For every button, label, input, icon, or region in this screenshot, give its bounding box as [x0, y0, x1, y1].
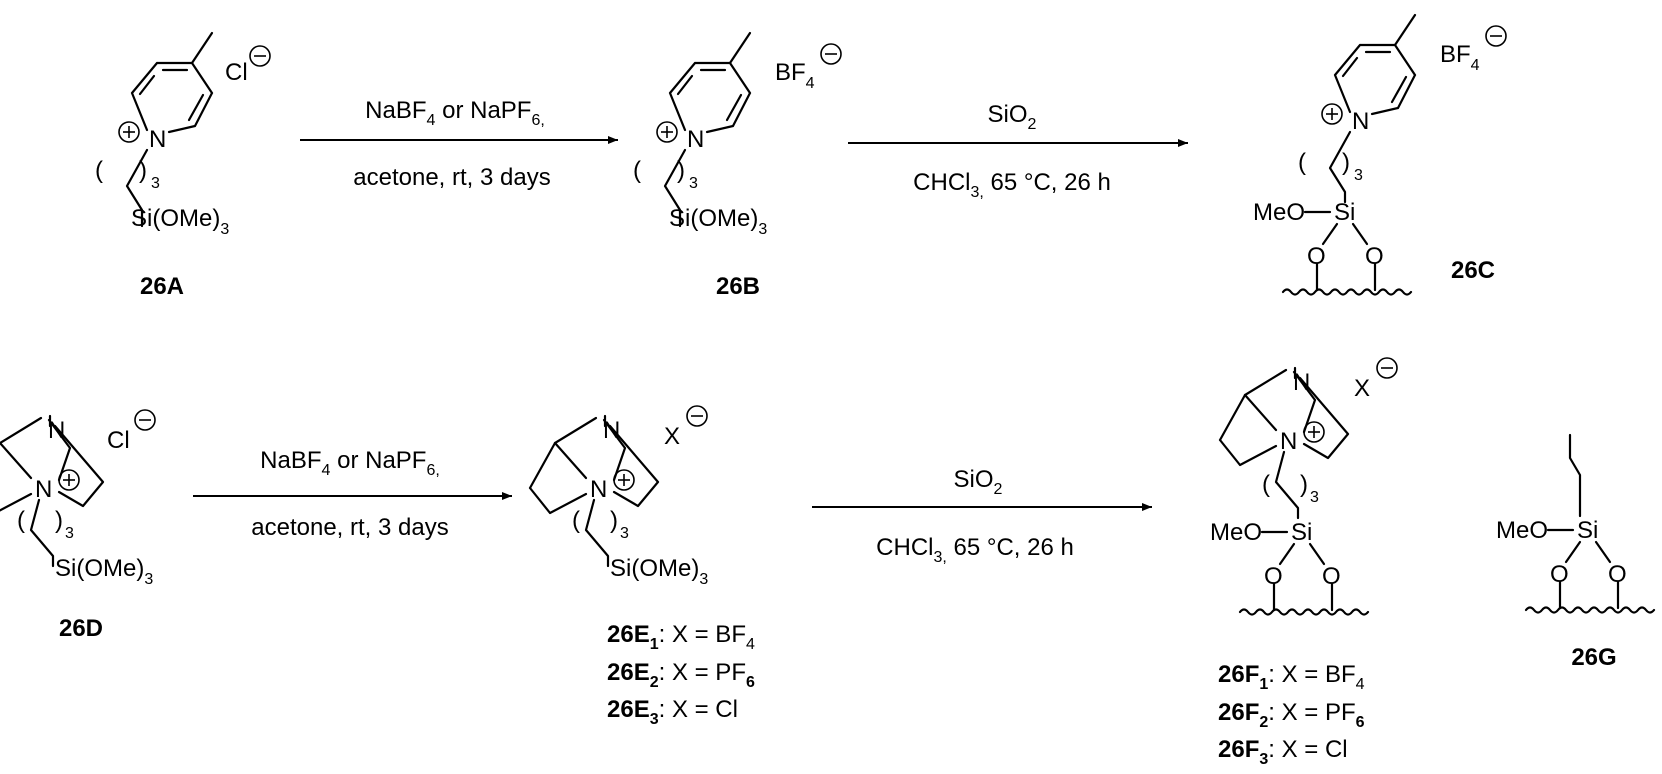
- label-26G: 26G: [1571, 644, 1616, 671]
- paren-sub: 3: [620, 525, 629, 542]
- counterion-bf4: BF4: [1440, 41, 1480, 74]
- compound-26A: N ( ) 3 Si(OMe)3 Cl: [95, 31, 271, 238]
- compound-26C: N ( ) 3 BF4: [1298, 13, 1507, 204]
- paren-sub: 3: [65, 525, 74, 542]
- paren-sub: 3: [151, 175, 160, 192]
- legend-26F1: 26F1: X = BF4: [1218, 661, 1365, 693]
- atom-N: N: [603, 417, 620, 444]
- paren-open: (: [95, 157, 103, 184]
- atom-O: O: [1365, 243, 1384, 270]
- atom-O: O: [1550, 561, 1569, 588]
- silyl-group: Si(OMe)3: [610, 555, 708, 588]
- atom-N: N: [48, 417, 65, 444]
- atom-O: O: [1264, 563, 1283, 590]
- atom-N: N: [1352, 108, 1369, 135]
- counterion-cl: Cl: [225, 59, 248, 86]
- paren-sub: 3: [1354, 167, 1363, 184]
- atom-N: N: [1293, 369, 1310, 396]
- paren-close: ): [139, 157, 147, 184]
- atom-O: O: [1322, 563, 1341, 590]
- arrow1-conditions: acetone, rt, 3 days: [353, 164, 550, 191]
- paren-sub: 3: [689, 175, 698, 192]
- silyl-group: Si(OMe)3: [131, 205, 229, 238]
- atom-Si: Si: [1334, 199, 1355, 226]
- methoxy: MeO: [1253, 199, 1305, 226]
- arrow4-conditions: CHCl3, 65 °C, 26 h: [876, 534, 1074, 566]
- label-26C: 26C: [1451, 257, 1495, 284]
- atom-N-plus: N: [590, 476, 607, 503]
- silica-anchor-26F: Si MeO O O: [1210, 519, 1370, 616]
- atom-N-plus: N: [1280, 428, 1297, 455]
- atom-Si: Si: [1577, 517, 1598, 544]
- counterion-cl: Cl: [107, 427, 130, 454]
- legend-26F3: 26F3: X = Cl: [1218, 736, 1348, 768]
- paren-close: ): [677, 157, 685, 184]
- silica-anchor-26C: Si MeO O O: [1253, 199, 1413, 296]
- paren-close: ): [55, 507, 63, 534]
- legend-26F: 26F1: X = BF4 26F2: X = PF6 26F3: X = Cl: [1218, 661, 1365, 768]
- arrow4-reagent: SiO2: [954, 466, 1003, 498]
- counterion-x: X: [1354, 375, 1370, 402]
- atom-N: N: [687, 126, 704, 153]
- compound-26B: N ( ) 3 Si(OMe)3 BF4: [633, 31, 842, 238]
- paren-open: (: [17, 507, 25, 534]
- arrow2-conditions: CHCl3, 65 °C, 26 h: [913, 169, 1111, 201]
- silyl-group: Si(OMe)3: [55, 555, 153, 588]
- legend-26E1: 26E1: X = BF4: [607, 621, 755, 653]
- arrow3-reagents: NaBF4 or NaPF6,: [260, 447, 440, 479]
- atom-O: O: [1608, 561, 1627, 588]
- compound-26G: Si MeO O O: [1496, 433, 1656, 614]
- silyl-group: Si(OMe)3: [669, 205, 767, 238]
- counterion-bf4: BF4: [775, 59, 815, 92]
- compound-26F: N N ( ) 3 X: [1218, 357, 1398, 520]
- arrow3-conditions: acetone, rt, 3 days: [251, 514, 448, 541]
- legend-26E2: 26E2: X = PF6: [607, 659, 755, 691]
- paren-sub: 3: [1310, 489, 1319, 506]
- paren-open: (: [1298, 149, 1306, 176]
- atom-N: N: [149, 126, 166, 153]
- compound-26E: N N ( ) 3 Si(OMe)3 X: [528, 405, 708, 588]
- methoxy: MeO: [1496, 517, 1548, 544]
- paren-close: ): [1342, 149, 1350, 176]
- atom-Si: Si: [1291, 519, 1312, 546]
- label-26B: 26B: [716, 273, 760, 300]
- methoxy: MeO: [1210, 519, 1262, 546]
- arrow2-reagent: SiO2: [988, 101, 1037, 133]
- paren-open: (: [1262, 471, 1270, 498]
- paren-close: ): [610, 507, 618, 534]
- atom-O: O: [1307, 243, 1326, 270]
- paren-open: (: [633, 157, 641, 184]
- legend-26E: 26E1: X = BF4 26E2: X = PF6 26E3: X = Cl: [607, 621, 755, 728]
- atom-N-plus: N: [35, 476, 52, 503]
- counterion-x: X: [664, 423, 680, 450]
- legend-26E3: 26E3: X = Cl: [607, 696, 738, 728]
- paren-close: ): [1300, 471, 1308, 498]
- legend-26F2: 26F2: X = PF6: [1218, 699, 1365, 731]
- paren-open: (: [572, 507, 580, 534]
- label-26A: 26A: [140, 273, 184, 300]
- arrow1-reagents: NaBF4 or NaPF6,: [365, 97, 545, 129]
- compound-26D: N N ( ) 3 Si(OMe)3 Cl: [0, 409, 156, 588]
- label-26D: 26D: [59, 615, 103, 642]
